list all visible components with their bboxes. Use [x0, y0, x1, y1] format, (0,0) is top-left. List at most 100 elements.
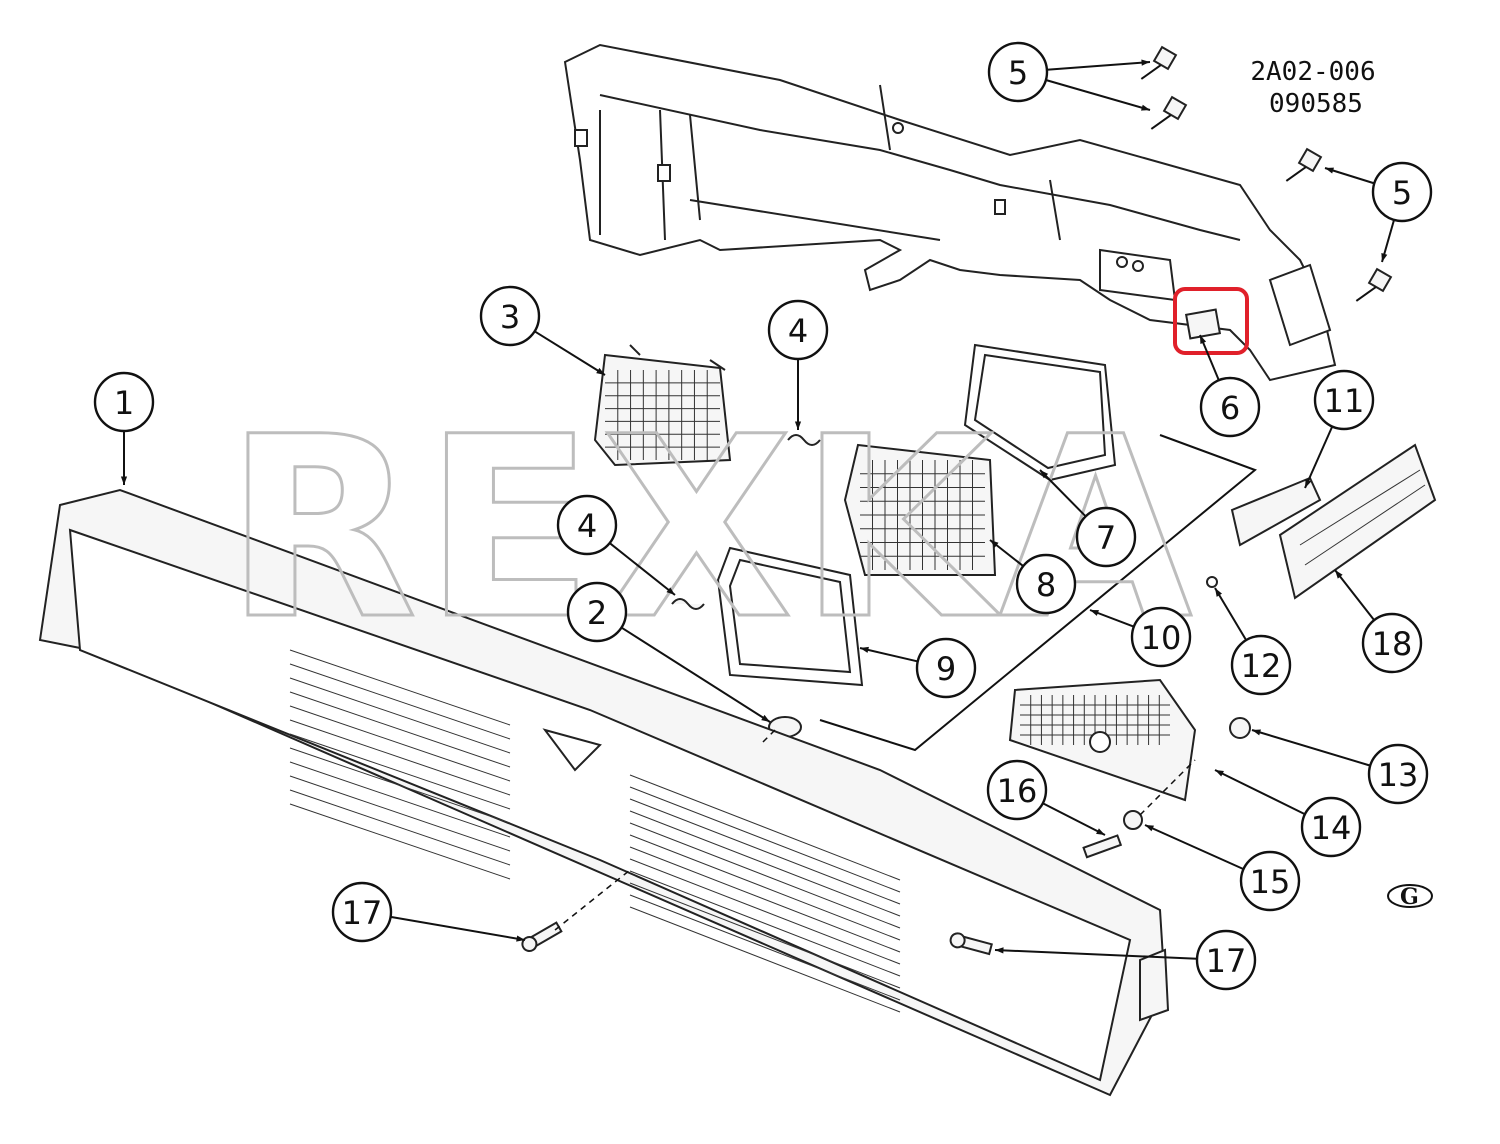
clip-part — [1173, 287, 1249, 355]
leader-line — [1046, 61, 1151, 71]
callout-1: 1 — [93, 371, 155, 485]
retaining-ring-9 — [716, 546, 864, 687]
headlamp-upper — [593, 344, 732, 467]
callout-4: 4 — [556, 494, 676, 596]
callout-8: 8 — [989, 539, 1077, 615]
callout-4: 4 — [767, 299, 829, 430]
leader-arrowhead — [1335, 570, 1343, 579]
leader-arrowhead — [794, 421, 802, 430]
callout-number: 17 — [342, 894, 383, 932]
leader-line — [1334, 569, 1375, 621]
callout-6: 6 — [1199, 334, 1261, 438]
callout-number: 2 — [587, 594, 607, 632]
callout-12: 12 — [1214, 587, 1292, 696]
callout-number: 4 — [788, 312, 808, 350]
leader-arrowhead — [1141, 59, 1150, 66]
leader-line — [859, 647, 918, 663]
reference-code: 2A02-006 — [1250, 57, 1375, 87]
callout-circle — [566, 581, 628, 643]
callout-16: 16 — [986, 759, 1106, 836]
callout-circle — [331, 881, 393, 943]
reference-date: 090585 — [1269, 89, 1363, 119]
callout-number: 7 — [1096, 519, 1116, 557]
callout-5: 5 — [987, 41, 1151, 111]
callout-circle — [987, 41, 1049, 103]
leader-arrowhead — [120, 476, 128, 485]
logo-g: G — [1387, 884, 1433, 910]
svg-text:G: G — [1400, 884, 1419, 910]
leader-arrowhead — [990, 540, 999, 548]
leader-line — [609, 542, 676, 596]
callout-circle — [1195, 929, 1257, 991]
leader-line — [1251, 729, 1371, 767]
callout-circle — [1367, 743, 1429, 805]
callout-number: 17 — [1206, 942, 1247, 980]
callout-number: 12 — [1241, 647, 1282, 685]
callout-3: 3 — [479, 285, 606, 376]
leader-arrowhead — [596, 367, 605, 375]
callout-17: 17 — [994, 929, 1257, 991]
leader-arrowhead — [1381, 253, 1388, 262]
callout-number: 16 — [997, 772, 1038, 810]
leader-line — [620, 626, 771, 723]
callout-number: 18 — [1372, 625, 1413, 663]
leader-arrowhead — [1215, 588, 1222, 597]
leader-arrowhead — [860, 646, 869, 653]
callout-number: 13 — [1378, 756, 1419, 794]
leader-line — [1039, 469, 1087, 518]
callout-number: 10 — [1141, 619, 1182, 657]
callout-18: 18 — [1334, 569, 1423, 674]
leader-line — [1214, 769, 1306, 816]
callout-10: 10 — [1089, 606, 1192, 668]
callout-number: 4 — [577, 507, 597, 545]
callout-circle — [986, 759, 1048, 821]
callout-circle — [915, 637, 977, 699]
callout-number: 11 — [1324, 382, 1365, 420]
leader-arrowhead — [1096, 828, 1105, 835]
callout-circle — [556, 494, 618, 556]
callout-circle — [1371, 161, 1433, 223]
callout-circle — [1230, 634, 1292, 696]
callout-11: 11 — [1304, 369, 1375, 489]
leader-arrowhead — [1252, 729, 1261, 736]
leader-arrowhead — [1145, 825, 1154, 832]
front-panel-grille — [38, 488, 1170, 1097]
callout-circle — [767, 299, 829, 361]
headlamp-lower — [843, 443, 997, 576]
leader-line — [390, 915, 526, 941]
highlight-box — [1173, 287, 1249, 355]
callout-circle — [1199, 376, 1261, 438]
leader-arrowhead — [761, 714, 770, 722]
marker-lamp-11 — [1230, 476, 1322, 547]
leader-arrowhead — [995, 947, 1004, 954]
leader-line — [1045, 79, 1151, 111]
screws-17 — [521, 921, 993, 956]
leader-line — [1144, 824, 1244, 871]
leader-arrowhead — [1305, 479, 1312, 488]
leader-arrowhead — [1325, 167, 1334, 174]
leader-line — [1324, 167, 1375, 185]
callout-circle — [479, 285, 541, 347]
leader-line — [1042, 802, 1106, 836]
callout-9: 9 — [859, 637, 977, 699]
leader-arrowhead — [1090, 610, 1099, 616]
callout-circle — [93, 371, 155, 433]
callout-number: 5 — [1392, 174, 1412, 212]
callout-number: 1 — [114, 384, 134, 422]
callout-number: 9 — [936, 650, 956, 688]
watermark-text: REXKA — [225, 383, 1198, 674]
park-lamp-14 — [1008, 678, 1197, 802]
leader-line — [534, 330, 606, 376]
bolt-parts — [1140, 45, 1393, 302]
callout-circle — [1015, 553, 1077, 615]
callout-17: 17 — [331, 881, 526, 943]
callout-number: 14 — [1311, 809, 1352, 847]
callout-5: 5 — [1324, 161, 1433, 263]
leader-arrowhead — [666, 587, 675, 595]
callout-number: 8 — [1036, 566, 1056, 604]
leader-arrowhead — [1215, 770, 1224, 777]
callout-circle — [1130, 606, 1192, 668]
callout-15: 15 — [1144, 824, 1301, 912]
callout-number: 6 — [1220, 389, 1240, 427]
callout-2: 2 — [566, 581, 771, 723]
